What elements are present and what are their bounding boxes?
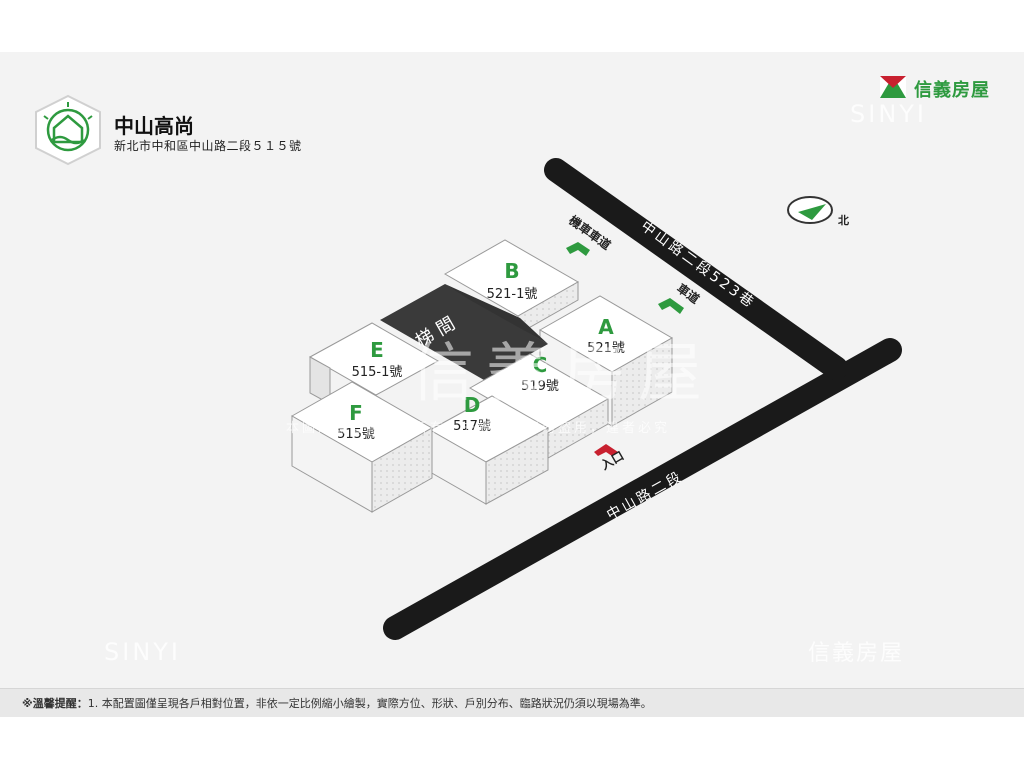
- building-b-letter: B: [504, 259, 519, 283]
- watermark-english-bottom: SINYI: [104, 638, 181, 666]
- building-e-letter: E: [370, 338, 384, 362]
- building-c-letter: C: [533, 353, 548, 377]
- building-f-letter: F: [349, 401, 363, 425]
- building-f: [290, 381, 434, 513]
- scooter-ramp-arrow-icon: [566, 242, 590, 256]
- building-c-number: 519號: [521, 379, 559, 394]
- compass-label: 北: [838, 213, 849, 227]
- building-b-number: 521-1號: [487, 287, 538, 302]
- building-b: [443, 239, 580, 335]
- sinyi-logo-icon: [880, 76, 906, 98]
- stair-core-side: [445, 284, 548, 344]
- address-text: 新北市中和區中山路二段５１５號: [114, 139, 302, 153]
- compass-icon: [787, 196, 833, 224]
- building-a-number: 521號: [587, 341, 625, 356]
- car-ramp-arrow-icon: [658, 298, 684, 314]
- building-d-number: 517號: [453, 419, 491, 434]
- stair-core: [380, 284, 548, 380]
- watermark-notice: 本圖片為信義房屋所有，未經允許請勿盜用，違者必究: [286, 420, 670, 436]
- footer-text: 1. 本配置圖僅呈現各戶相對位置，非依一定比例縮小繪製，實際方位、形狀、戶別分布…: [87, 697, 652, 710]
- building-e-number: 515-1號: [352, 365, 403, 380]
- watermark-brand: 信義房屋: [410, 337, 714, 411]
- brand-name: 信義房屋: [914, 80, 990, 101]
- watermark-english-top: SINYI: [850, 100, 927, 128]
- building-e: [308, 322, 440, 405]
- building-d: [428, 395, 550, 505]
- main-road: [383, 338, 902, 640]
- footer-label: ※溫馨提醒：: [22, 697, 88, 710]
- entrance-arrow-icon: [594, 444, 618, 456]
- lane-road: [544, 158, 848, 380]
- page-title: 中山高尚: [114, 114, 194, 138]
- footer-notice: ※溫馨提醒：1. 本配置圖僅呈現各戶相對位置，非依一定比例縮小繪製，實際方位、形…: [0, 688, 1024, 717]
- watermark-brand-bottom: 信義房屋: [808, 641, 904, 666]
- building-a-letter: A: [598, 315, 614, 339]
- project-logo-icon: [35, 94, 101, 166]
- building-d-letter: D: [464, 393, 481, 417]
- building-f-number: 515號: [337, 427, 375, 442]
